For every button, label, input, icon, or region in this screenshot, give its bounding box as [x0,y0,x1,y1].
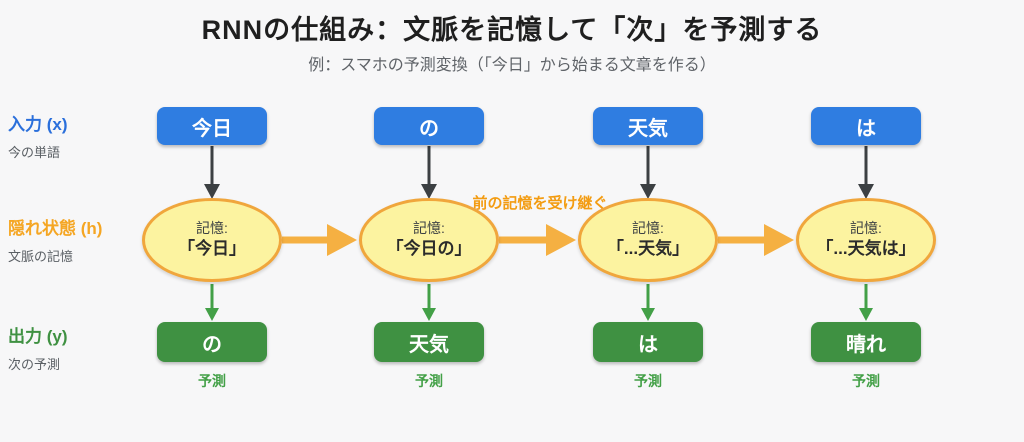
input-word-box: は [811,107,921,145]
row-label-output-sub: 次の予測 [8,357,61,372]
row-label-output-title: 出力 (y) [8,327,68,346]
timestep-column-4: は 記憶: 「...天気は」 晴れ 予測 [756,107,976,407]
hidden-state-node: 記憶: 「今日」 [142,198,282,282]
row-label-input-sub: 今の単語 [8,145,61,160]
row-label-input: 入力 (x) 今の単語 [8,110,148,161]
memory-prefix: 記憶: [632,220,664,237]
memory-content: 「今日の」 [386,238,472,258]
memory-prefix: 記憶: [413,220,445,237]
timestep-column-3: 天気 記憶: 「...天気」 は 予測 [538,107,758,407]
hidden-state-node: 記憶: 「...天気は」 [796,198,936,282]
prediction-label: 予測 [415,373,443,389]
timestep-column-1: 今日 記憶: 「今日」 の 予測 [102,107,322,407]
input-word-box: 今日 [157,107,267,145]
output-word-box: の [157,322,267,362]
hidden-state-node: 記憶: 「...天気」 [578,198,718,282]
row-label-hidden-sub: 文脈の記憶 [8,249,74,264]
page-subtitle: 例：スマホの予測変換（「今日」から始まる文章を作る） [308,57,716,74]
row-label-input-title: 入力 (x) [8,115,68,134]
hidden-state-node: 記憶: 「今日の」 [359,198,499,282]
memory-prefix: 記憶: [850,220,882,237]
carry-memory-label: 前の記憶を受け継ぐ [472,195,608,212]
row-label-hidden-title: 隠れ状態 (h) [8,219,103,238]
output-word-box: 晴れ [811,322,921,362]
memory-content: 「...天気」 [606,238,690,258]
prediction-label: 予測 [198,373,226,389]
page-title: RNNの仕組み：文脈を記憶して「次」を予測する [201,15,823,45]
output-word-box: は [593,322,703,362]
prediction-label: 予測 [634,373,662,389]
timestep-column-2: の 記憶: 「今日の」 天気 予測 [319,107,539,407]
memory-content: 「...天気は」 [816,238,916,258]
input-word-box: の [374,107,484,145]
row-label-output: 出力 (y) 次の予測 [8,322,148,373]
input-word-box: 天気 [593,107,703,145]
prediction-label: 予測 [852,373,880,389]
row-label-hidden-state: 隠れ状態 (h) 文脈の記憶 [8,214,148,265]
output-word-box: 天気 [374,322,484,362]
memory-content: 「今日」 [178,238,246,258]
memory-prefix: 記憶: [196,220,228,237]
